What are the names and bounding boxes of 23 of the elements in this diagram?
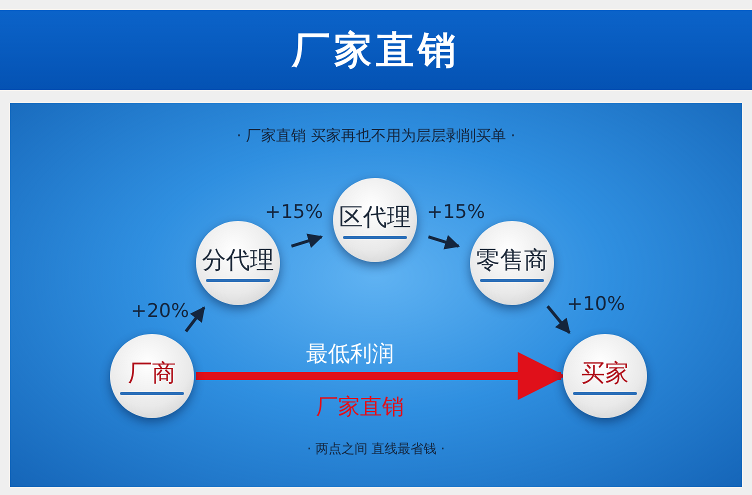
arrow (428, 235, 460, 250)
title: 厂家直销 (292, 26, 460, 74)
edge-label: +15% (426, 201, 486, 223)
node-label: 厂商 (128, 358, 176, 389)
edge-label: +15% (264, 201, 324, 223)
arrow (546, 305, 571, 334)
node-circle (470, 221, 554, 305)
edge-label: +10% (566, 293, 626, 315)
arrow-caption: 厂家直销 (316, 394, 404, 422)
node-label: 买家 (581, 358, 629, 389)
node-label: 区代理 (339, 202, 411, 233)
arrow (290, 234, 323, 248)
slogan-text: · 厂家直销 买家再也不用为层层剥削买单 · (236, 126, 516, 146)
slogan-text: · 两点之间 直线最省钱 · (307, 441, 445, 458)
node-circle (333, 178, 417, 262)
node-circle (563, 334, 647, 418)
edge-label: 最低利润 (306, 341, 394, 369)
node-circle (110, 334, 194, 418)
node-label: 分代理 (202, 245, 274, 276)
edge-label: +20% (130, 300, 190, 322)
arrow (184, 306, 206, 332)
node-label: 零售商 (476, 245, 548, 276)
node-circle (196, 221, 280, 305)
